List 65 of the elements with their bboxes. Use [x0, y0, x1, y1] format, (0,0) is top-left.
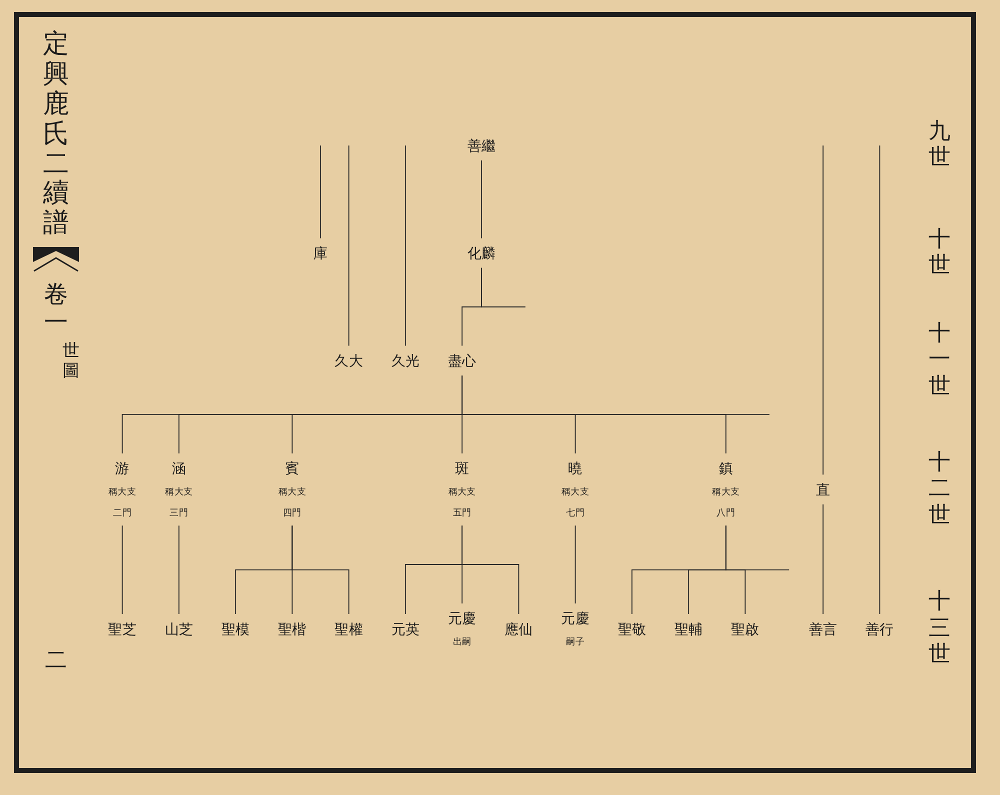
connector	[320, 145, 321, 239]
node-text: 元慶	[448, 610, 476, 627]
node-label: 八門	[716, 508, 736, 518]
node-text: 善繼	[467, 136, 496, 154]
node-text: 元慶	[561, 610, 590, 627]
node-text: 善言	[808, 620, 838, 638]
node-text: 盡心	[448, 352, 476, 370]
node-text: 久大	[334, 352, 363, 370]
node-text: 涵	[172, 460, 186, 477]
section-label: 世圖	[62, 342, 80, 382]
connector	[462, 525, 520, 614]
node-text: 直	[816, 480, 830, 498]
node-label: 二門	[113, 508, 132, 518]
node-text: 聖芝	[108, 620, 136, 638]
connector	[725, 525, 790, 570]
connector	[879, 145, 880, 614]
page-number: 二	[44, 648, 68, 673]
node-text: 聖輔	[674, 620, 703, 638]
connector	[178, 525, 180, 614]
generation-label: 十二世	[928, 450, 952, 530]
generation-label: 十一世	[928, 321, 952, 400]
node-text: 化麟	[467, 244, 496, 262]
connector	[574, 525, 576, 604]
node-label: 稱大支	[712, 486, 740, 498]
node-text: 庫	[313, 244, 328, 262]
node-text: 善行	[866, 620, 894, 638]
node-text: 鎮	[718, 460, 733, 477]
node-label: 三門	[170, 508, 188, 518]
node-text: 賓	[285, 460, 300, 477]
node-text: 山芝	[164, 620, 194, 638]
node-text: 聖楷	[278, 620, 306, 638]
node-text: 曉	[568, 460, 582, 477]
connector	[822, 504, 824, 614]
node-text: 元英	[391, 620, 420, 638]
node-label: 出嗣	[452, 636, 472, 648]
generation-label: 十三世	[928, 589, 952, 668]
volume-label: 卷一	[43, 281, 69, 336]
node-text: 聖敬	[618, 620, 646, 638]
node-label: 稱大支	[278, 486, 306, 498]
connector	[481, 160, 482, 239]
connector	[481, 267, 526, 308]
connector	[292, 525, 350, 614]
node-label: 七門	[566, 508, 585, 518]
node-label: 五門	[452, 508, 472, 518]
node-text: 聖權	[334, 620, 363, 638]
connector	[348, 145, 350, 346]
connector	[462, 375, 770, 415]
node-text: 聖模	[221, 620, 250, 638]
node-text: 聖啟	[731, 620, 760, 638]
node-text: 久光	[391, 352, 420, 370]
node-label: 稱大支	[108, 486, 136, 498]
book-title: 定興鹿氏二續譜	[42, 30, 70, 240]
node-label: 稱大支	[165, 486, 193, 498]
node-label: 稱大支	[562, 486, 590, 498]
node-text: 應仙	[504, 620, 533, 638]
node-text: 游	[115, 460, 130, 477]
connector	[404, 145, 406, 346]
node-label: 稱大支	[448, 486, 476, 498]
connector	[122, 525, 123, 614]
node-text: 斑	[454, 460, 470, 477]
node-label: 嗣子	[566, 636, 585, 648]
connector	[822, 145, 824, 476]
generation-label: 九世	[928, 119, 952, 172]
generation-label: 十世	[928, 226, 952, 280]
node-label: 四門	[282, 508, 302, 518]
